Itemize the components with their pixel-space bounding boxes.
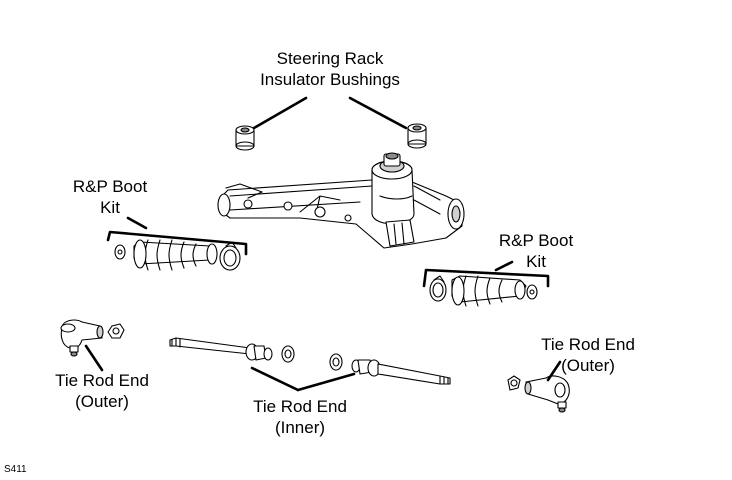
label-line: R&P Boot bbox=[498, 231, 574, 250]
leader-tie-outer-left bbox=[84, 344, 104, 372]
steering-rack-assembly bbox=[217, 152, 465, 249]
label-line: Tie Rod End bbox=[55, 371, 149, 390]
bracket-boot-left bbox=[106, 230, 248, 256]
leader-tie-inner-left bbox=[250, 366, 300, 392]
label-line: (Inner) bbox=[274, 418, 326, 437]
tie-rod-end-outer-left-part bbox=[60, 319, 125, 357]
label-line: Insulator Bushings bbox=[260, 70, 400, 89]
label-rp-boot-kit-left: R&P Boot Kit bbox=[58, 176, 162, 218]
label-tie-rod-end-outer-left: Tie Rod End (Outer) bbox=[42, 370, 162, 412]
figure-reference: S411 bbox=[4, 464, 27, 475]
label-tie-rod-end-outer-right: Tie Rod End (Outer) bbox=[528, 334, 648, 376]
label-line: Kit bbox=[100, 198, 120, 217]
tie-rod-end-outer-right-part bbox=[507, 375, 570, 413]
label-tie-rod-end-inner: Tie Rod End (Inner) bbox=[240, 396, 360, 438]
leader-bushings-left bbox=[252, 96, 308, 130]
rack-insulator-bushing-left bbox=[235, 125, 255, 151]
label-line: Steering Rack bbox=[276, 49, 384, 68]
rp-boot-kit-right-parts bbox=[429, 275, 538, 307]
leader-lines bbox=[84, 96, 562, 392]
tie-rod-end-inner-left-part bbox=[169, 337, 295, 363]
bracket-boot-right bbox=[422, 268, 550, 288]
label-rp-boot-kit-right: R&P Boot Kit bbox=[484, 230, 588, 272]
leader-tie-outer-right bbox=[546, 360, 562, 382]
label-line: Tie Rod End bbox=[541, 335, 635, 354]
label-steering-rack-bushings: Steering Rack Insulator Bushings bbox=[240, 48, 420, 90]
rack-insulator-bushing-right bbox=[407, 123, 427, 149]
label-line: (Outer) bbox=[75, 392, 129, 411]
leader-tie-inner-right bbox=[296, 372, 356, 392]
label-line: Tie Rod End bbox=[253, 397, 347, 416]
label-line: R&P Boot bbox=[72, 177, 148, 196]
rp-boot-kit-left-parts bbox=[114, 239, 241, 271]
leader-boot-left bbox=[126, 216, 148, 230]
tie-rod-end-inner-right-part bbox=[329, 353, 451, 385]
label-line: (Outer) bbox=[561, 356, 615, 375]
label-line: Kit bbox=[526, 252, 546, 271]
leader-boot-right bbox=[494, 260, 514, 272]
leader-bushings-right bbox=[348, 96, 408, 130]
